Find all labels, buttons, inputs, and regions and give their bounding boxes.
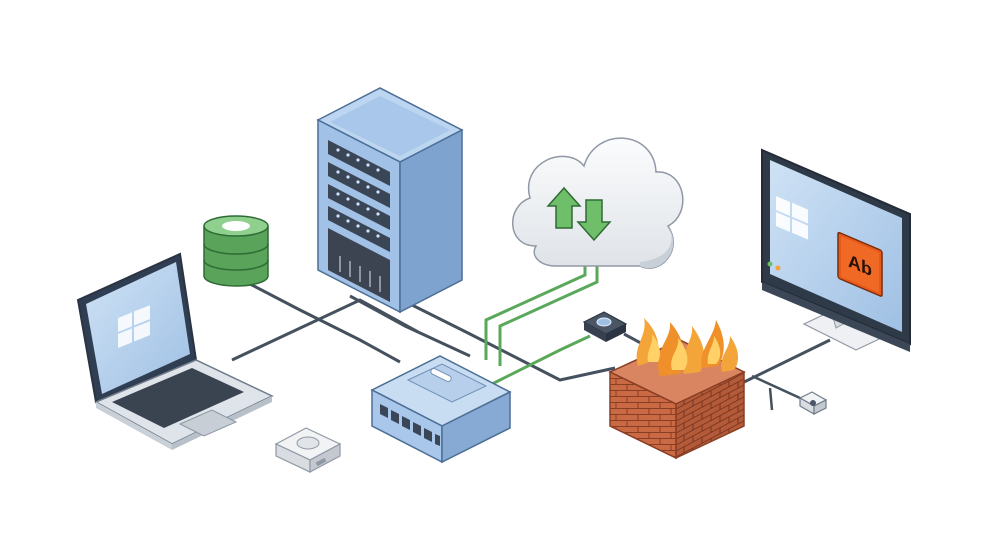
cable-database-switch (249, 282, 401, 364)
rack-units (328, 140, 390, 252)
indicator-light (775, 265, 781, 271)
cable-cloud-switch-2 (498, 256, 599, 366)
cloud[interactable] (512, 137, 684, 269)
windows-logo-icon (118, 305, 150, 348)
flame-icon (636, 318, 739, 376)
cable-server-firewall (409, 302, 616, 382)
app-tile[interactable]: Ab (837, 231, 883, 297)
network-switch[interactable] (370, 355, 512, 464)
security-camera[interactable] (798, 391, 828, 416)
cable-monitor-stub (768, 387, 774, 411)
cable-firewall-camera (751, 374, 801, 400)
router[interactable] (582, 311, 628, 342)
cable-server-switch (349, 294, 471, 358)
cable-laptop-switch (231, 298, 419, 362)
database[interactable] (203, 215, 269, 287)
server-rack[interactable] (316, 87, 464, 314)
keyboard[interactable] (112, 368, 244, 428)
firewall[interactable] (608, 318, 746, 460)
switch-ports (380, 404, 440, 446)
switch-slot (430, 367, 452, 383)
windows-logo-icon (776, 196, 808, 240)
desktop-monitor[interactable]: Ab (761, 148, 911, 352)
touchpad[interactable] (178, 409, 238, 437)
sensor-puck[interactable] (274, 427, 342, 473)
cable-switch-router (487, 334, 591, 388)
laptop[interactable] (76, 252, 274, 450)
download-arrow-icon (576, 199, 612, 242)
indicator-light (767, 261, 773, 267)
upload-arrow-icon (546, 186, 582, 229)
